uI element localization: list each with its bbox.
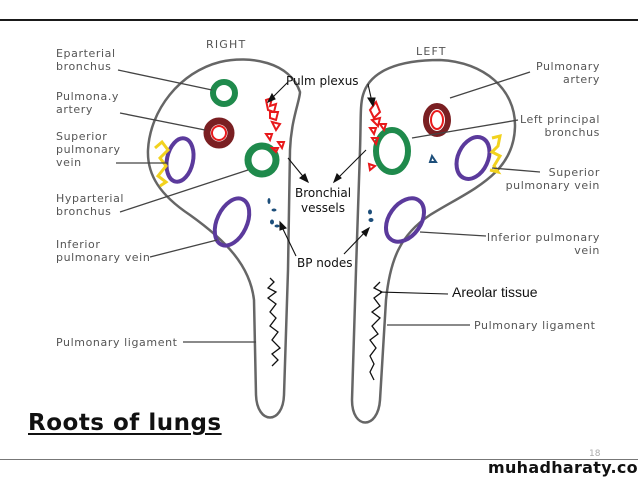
label-right-pulmonary-artery: Pulmona.y artery bbox=[56, 90, 120, 116]
left-inferior-pulmonary-vein bbox=[383, 196, 427, 244]
left-root-outline bbox=[350, 58, 517, 424]
right-pulmonary-artery bbox=[203, 117, 235, 149]
left-leader-lines bbox=[387, 71, 541, 326]
left-bp-node-small bbox=[428, 153, 438, 163]
annotation-pulm-plexus: Pulm plexus bbox=[286, 74, 359, 88]
right-side-heading: RIGHT bbox=[206, 38, 247, 51]
right-inferior-pulmonary-vein bbox=[212, 196, 252, 248]
label-eparterial-bronchus: Eparterial bronchus bbox=[56, 47, 116, 73]
right-hyparterial-bronchus bbox=[244, 142, 280, 178]
label-right-inferior-pulmonary-vein: Inferior pulmonary vein bbox=[56, 238, 151, 264]
right-root-outline bbox=[146, 58, 302, 419]
header-rule bbox=[0, 19, 638, 21]
right-leader-lines bbox=[116, 69, 256, 343]
label-left-inferior-pulmonary-vein: Inferior pulmonary vein bbox=[486, 231, 600, 257]
left-bp-nodes bbox=[368, 209, 374, 222]
label-right-superior-pulmonary-vein: Superior pulmonary vein bbox=[56, 130, 121, 169]
annotation-arrows bbox=[266, 81, 449, 295]
right-pulmonary-artery-lumen bbox=[211, 125, 227, 141]
annotation-bp-nodes: BP nodes bbox=[297, 256, 353, 270]
footer-rule bbox=[0, 459, 638, 460]
right-pulmonary-plexus bbox=[264, 96, 286, 154]
page-number: 18 bbox=[589, 449, 601, 459]
label-left-pulmonary-artery: Pulmonary artery bbox=[535, 60, 600, 86]
left-pulmonary-artery-lumen bbox=[430, 110, 444, 130]
annotation-areolar-tissue: Areolar tissue bbox=[452, 284, 538, 300]
left-principal-bronchus bbox=[373, 127, 411, 175]
annotation-bronchial-vessels: Bronchial vessels bbox=[295, 186, 352, 215]
label-right-pulmonary-ligament: Pulmonary ligament bbox=[56, 336, 178, 349]
slide-title: Roots of lungs bbox=[28, 410, 222, 436]
left-superior-pulmonary-vein bbox=[454, 135, 492, 181]
right-fat-deposit bbox=[154, 139, 170, 188]
left-fat-deposit bbox=[489, 133, 503, 175]
label-left-pulmonary-ligament: Pulmonary ligament bbox=[474, 319, 596, 332]
right-areolar-tissue bbox=[266, 277, 281, 367]
label-hyparterial-bronchus: Hyparterial bronchus bbox=[56, 192, 125, 218]
right-bp-nodes bbox=[267, 198, 280, 228]
label-left-superior-pulmonary-vein: Superior pulmonary vein bbox=[505, 166, 600, 192]
left-side-heading: LEFT bbox=[416, 45, 447, 58]
watermark-brand: muhadharaty.com bbox=[488, 458, 638, 477]
label-left-principal-bronchus: Left principal bronchus bbox=[519, 113, 600, 139]
right-eparterial-bronchus bbox=[210, 79, 238, 107]
left-areolar-tissue bbox=[369, 281, 384, 381]
left-pulmonary-plexus bbox=[367, 99, 388, 172]
right-superior-pulmonary-vein bbox=[164, 136, 196, 184]
